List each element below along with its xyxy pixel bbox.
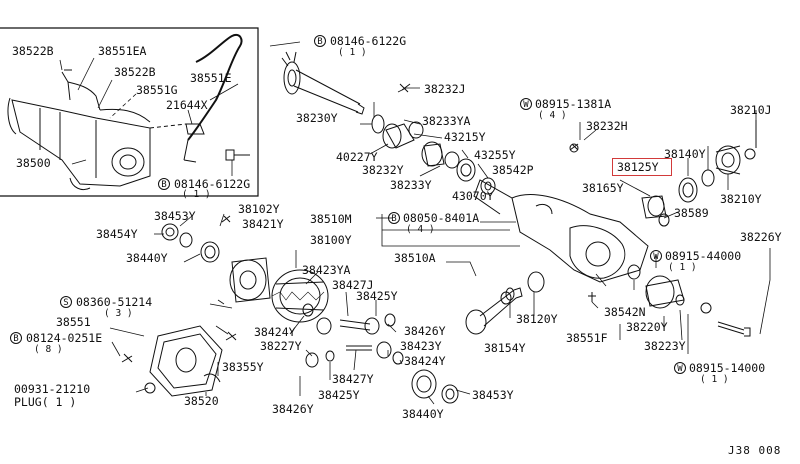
qty-08124-0251e: ( 8 ) <box>34 344 63 355</box>
label-38125y: 38125Y <box>617 160 659 174</box>
screw-prefix-s-51214: S <box>60 296 72 308</box>
label-38424y-bottom: 38424Y <box>404 354 446 368</box>
label-38233ya: 38233YA <box>422 114 471 128</box>
label-38223y: 38223Y <box>644 339 686 353</box>
label-38233y: 38233Y <box>390 178 432 192</box>
label-43070y: 43070Y <box>452 189 494 203</box>
label-38227y: 38227Y <box>260 339 302 353</box>
label-38232h: 38232H <box>586 119 628 133</box>
bolt-prefix-b-bottom: B <box>158 178 170 190</box>
bolt-prefix-b-8401a: B <box>388 212 400 224</box>
label-38232j: 38232J <box>424 82 466 96</box>
label-08915-14000: 08915-14000 <box>689 361 766 375</box>
label-38427y: 38427Y <box>332 372 374 386</box>
rear-cover <box>121 325 237 397</box>
washer-prefix-w-1381a: W <box>520 98 532 110</box>
label-38355y: 38355Y <box>222 360 264 374</box>
label-38522b: 38522B <box>114 65 156 79</box>
label-38500: 38500 <box>16 156 51 170</box>
label-38424y-top: 38424Y <box>254 325 296 339</box>
inset-axle-housing <box>7 34 250 191</box>
label-40227y: 40227Y <box>336 150 378 164</box>
label-38551: 38551 <box>56 315 91 329</box>
label-08360-51214: 08360-51214 <box>76 295 153 309</box>
label-38453y-top: 38453Y <box>154 209 196 223</box>
label-08915-1381a: 08915-1381A <box>535 97 612 111</box>
bolt-prefix-b-top: B <box>314 35 326 47</box>
bolt-prefix-b-0251e: B <box>10 332 22 344</box>
differential-carrier <box>473 179 649 283</box>
label-08915-44000: 08915-44000 <box>665 249 742 263</box>
label-38425y-bottom: 38425Y <box>318 388 360 402</box>
label-08146-top: 08146-6122G <box>330 34 407 48</box>
label-08124-0251e: 08124-0251E <box>26 331 103 345</box>
diagram-reference-code: J38 008 <box>728 444 782 457</box>
label-38120y: 38120Y <box>516 312 558 326</box>
label-08146-bottom: 08146-6122G <box>174 177 251 191</box>
label-38210j: 38210J <box>730 103 772 117</box>
label-38551e: 38551E <box>190 71 232 85</box>
label-38423y: 38423Y <box>400 339 442 353</box>
label-38220y: 38220Y <box>626 320 668 334</box>
label-38551f: 38551F <box>566 331 608 345</box>
qty-08146-top: ( 1 ) <box>338 47 367 58</box>
label-plug: PLUG( 1 ) <box>14 395 77 409</box>
label-38427j: 38427J <box>332 278 374 292</box>
label-38426y-top: 38426Y <box>404 324 446 338</box>
label-38520: 38520 <box>184 394 219 408</box>
qty-08915-14000: ( 1 ) <box>700 374 729 385</box>
label-21644x: 21644X <box>166 98 208 112</box>
label-38542p: 38542P <box>492 163 534 177</box>
label-08050-8401a: 08050-8401A <box>403 211 480 225</box>
label-38551g: 38551G <box>136 83 178 97</box>
axle-shaft <box>281 51 365 115</box>
label-38210y: 38210Y <box>720 192 762 206</box>
qty-08050-8401a: ( 4 ) <box>406 224 435 235</box>
label-38510m: 38510M <box>310 212 352 226</box>
label-00931-21210: 00931-21210 <box>14 382 91 396</box>
label-38425y-top: 38425Y <box>356 289 398 303</box>
label-38100y: 38100Y <box>310 233 352 247</box>
label-38454y: 38454Y <box>96 227 138 241</box>
label-38510a: 38510A <box>394 251 436 265</box>
label-38453y-bottom: 38453Y <box>472 388 514 402</box>
label-38140y: 38140Y <box>664 147 706 161</box>
qty-08915-1381a: ( 4 ) <box>538 110 567 121</box>
label-38522b-top: 38522B <box>12 44 54 58</box>
label-38440y-bottom: 38440Y <box>402 407 444 421</box>
label-43255y: 43255Y <box>474 148 516 162</box>
washer-prefix-w-44000: W <box>650 250 662 262</box>
label-38232y: 38232Y <box>362 163 404 177</box>
label-38230y: 38230Y <box>296 111 338 125</box>
label-38421y: 38421Y <box>242 217 284 231</box>
qty-08146-bottom: ( 1 ) <box>182 189 211 200</box>
label-38542n: 38542N <box>604 305 646 319</box>
label-38102y: 38102Y <box>238 202 280 216</box>
qty-08360-51214: ( 3 ) <box>104 308 133 319</box>
label-38440y-top: 38440Y <box>126 251 168 265</box>
highlight-box-38125y <box>612 158 672 176</box>
label-38551ea: 38551EA <box>98 44 147 58</box>
label-43215y: 43215Y <box>444 130 486 144</box>
label-38226y: 38226Y <box>740 230 782 244</box>
qty-08915-44000: ( 1 ) <box>668 262 697 273</box>
label-38165y: 38165Y <box>582 181 624 195</box>
label-38423ya: 38423YA <box>302 263 351 277</box>
label-38154y: 38154Y <box>484 341 526 355</box>
label-38426y-bottom: 38426Y <box>272 402 314 416</box>
label-38589: 38589 <box>674 206 709 220</box>
washer-prefix-w-14000: W <box>674 362 686 374</box>
